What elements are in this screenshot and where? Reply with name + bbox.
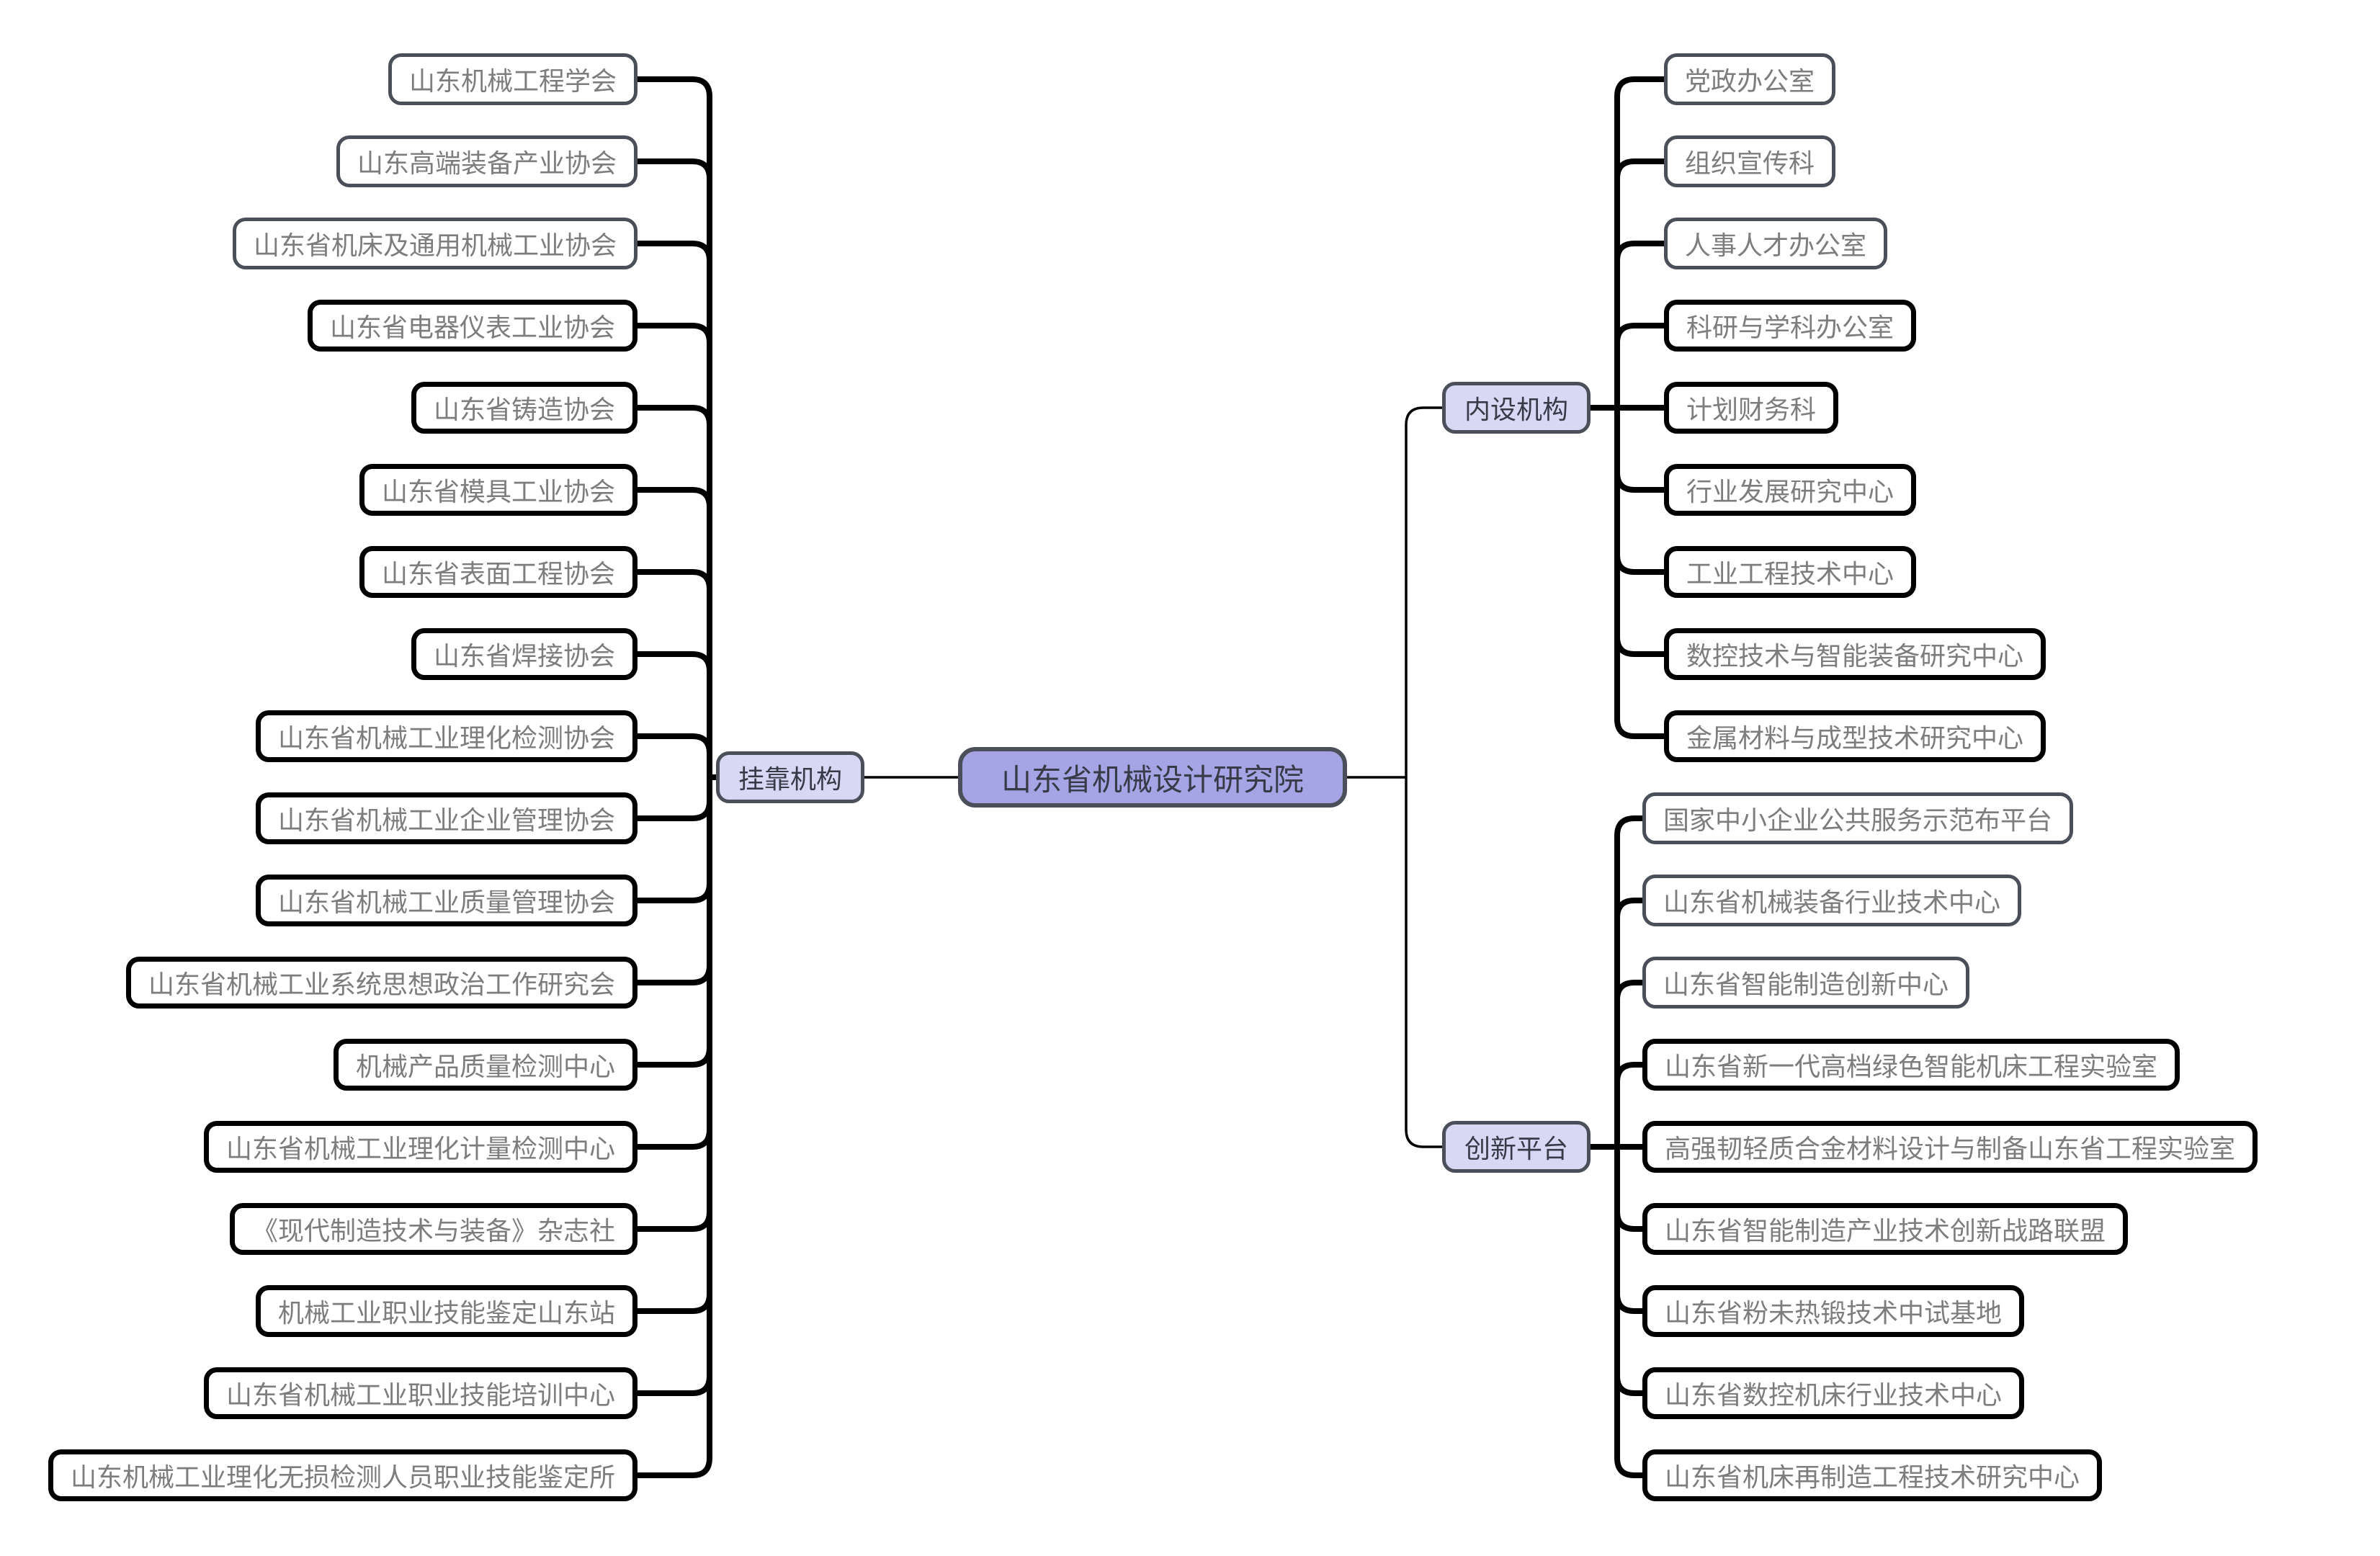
- leaf-node[interactable]: 山东机械工业理化无损检测人员职业技能鉴定所: [48, 1449, 638, 1501]
- leaf-node[interactable]: 山东机械工程学会: [388, 53, 638, 105]
- leaf-node[interactable]: 高强韧轻质合金材料设计与制备山东省工程实验室: [1642, 1121, 2258, 1173]
- leaf-node[interactable]: 国家中小企业公共服务示范布平台: [1642, 792, 2074, 844]
- leaf-node[interactable]: 山东省机床再制造工程技术研究中心: [1642, 1449, 2103, 1501]
- leaf-node[interactable]: 山东省铸造协会: [411, 382, 638, 434]
- root-node[interactable]: 山东省机械设计研究院: [958, 747, 1347, 808]
- leaf-node[interactable]: 机械工业职业技能鉴定山东站: [255, 1285, 638, 1337]
- leaf-node[interactable]: 工业工程技术中心: [1664, 546, 1917, 598]
- branch-label-guakao[interactable]: 挂靠机构: [716, 751, 864, 803]
- leaf-node[interactable]: 山东省智能制造创新中心: [1642, 957, 1970, 1009]
- leaf-node[interactable]: 山东省焊接协会: [411, 628, 638, 680]
- leaf-node[interactable]: 《现代制造技术与装备》杂志社: [229, 1203, 638, 1255]
- leaf-node[interactable]: 山东省新一代高档绿色智能机床工程实验室: [1642, 1039, 2180, 1091]
- leaf-node[interactable]: 山东省电器仪表工业协会: [307, 300, 638, 352]
- leaf-node[interactable]: 山东省机械工业职业技能培训中心: [203, 1367, 638, 1419]
- leaf-node[interactable]: 机械产品质量检测中心: [333, 1039, 638, 1091]
- leaf-node[interactable]: 山东省智能制造产业技术创新战路联盟: [1642, 1203, 2129, 1255]
- leaf-node[interactable]: 山东省机械工业系统思想政治工作研究会: [125, 957, 638, 1009]
- leaf-node[interactable]: 山东高端装备产业协会: [336, 135, 638, 187]
- leaf-node[interactable]: 山东省机械工业理化检测协会: [255, 710, 638, 762]
- leaf-node[interactable]: 组织宣传科: [1664, 135, 1836, 187]
- leaf-node[interactable]: 山东省机械工业理化计量检测中心: [203, 1121, 638, 1173]
- leaf-node[interactable]: 山东省表面工程协会: [359, 546, 638, 598]
- leaf-node[interactable]: 计划财务科: [1664, 382, 1839, 434]
- leaf-node[interactable]: 山东省数控机床行业技术中心: [1642, 1367, 2025, 1419]
- leaf-node[interactable]: 山东省粉未热锻技术中试基地: [1642, 1285, 2025, 1337]
- leaf-node[interactable]: 行业发展研究中心: [1664, 464, 1917, 516]
- leaf-node[interactable]: 山东省机械工业质量管理协会: [255, 875, 638, 926]
- leaf-node[interactable]: 山东省机械装备行业技术中心: [1642, 875, 2022, 926]
- leaf-node[interactable]: 党政办公室: [1664, 53, 1836, 105]
- branch-label-neishe[interactable]: 内设机构: [1442, 382, 1591, 434]
- leaf-node[interactable]: 山东省机械工业企业管理协会: [255, 792, 638, 844]
- leaf-node[interactable]: 数控技术与智能装备研究中心: [1664, 628, 2046, 680]
- leaf-node[interactable]: 科研与学科办公室: [1664, 300, 1917, 352]
- leaf-node[interactable]: 人事人才办公室: [1664, 218, 1888, 269]
- leaf-node[interactable]: 金属材料与成型技术研究中心: [1664, 710, 2046, 762]
- branch-label-chuangxin[interactable]: 创新平台: [1442, 1121, 1591, 1173]
- leaf-node[interactable]: 山东省模具工业协会: [359, 464, 638, 516]
- leaf-node[interactable]: 山东省机床及通用机械工业协会: [232, 218, 638, 269]
